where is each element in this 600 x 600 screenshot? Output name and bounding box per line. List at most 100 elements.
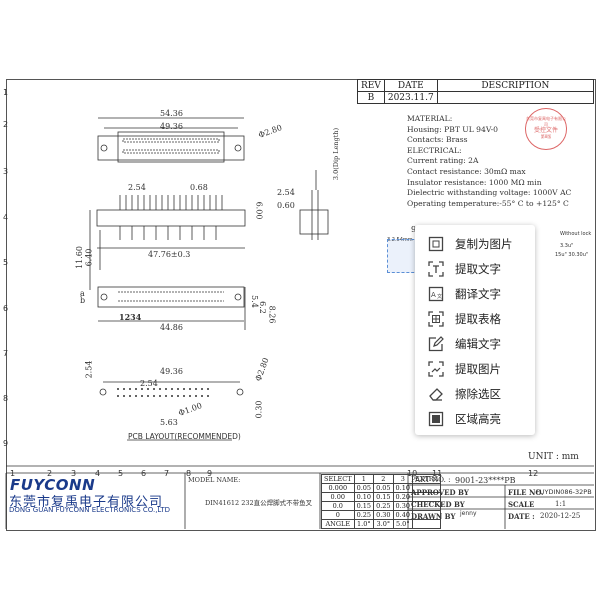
tol-cell: 1.0° xyxy=(353,519,375,529)
tol-cell: 0.25 xyxy=(353,510,375,520)
ruler-mark: 7 xyxy=(3,349,9,358)
controlled-document-stamp: 东莞市复禹电子有限公司 受控文件 第8版 xyxy=(525,108,567,150)
pcb-pitch2: 2.54 xyxy=(140,379,158,388)
model-name-value: DIN41612 232直公焊脚式不带鱼叉 xyxy=(205,499,313,507)
spec-line: Insulator resistance: 1000 MΩ min xyxy=(407,177,542,187)
pcb-dim: 0.30 xyxy=(254,400,264,419)
revision-table: REV DATE DESCRIPTION B 2023.11.7 xyxy=(357,79,595,104)
tol-cell: 0.000 xyxy=(321,483,355,493)
part-s2: 3.3u" xyxy=(560,243,574,249)
specifications: MATERIAL: Housing: PBT UL 94V-0 Contacts… xyxy=(407,114,571,209)
tol-cell: 0.30 xyxy=(373,510,394,520)
drawn-by-label: DRAWN BY xyxy=(411,512,456,521)
tolerance-table: SELECT 1 2 3 EXTRA 0.000 0.05 0.05 0.10 … xyxy=(321,474,442,529)
menu-item-highlight-region[interactable]: 区域高亮 xyxy=(415,406,535,431)
ruler-mark: 1 xyxy=(10,469,16,478)
stamp-line: 第8版 xyxy=(540,134,552,139)
menu-item-copy-as-image[interactable]: 复制为图片 xyxy=(415,231,535,256)
tol-cell: 0.20 xyxy=(392,492,414,502)
dim-height: 6.00 xyxy=(254,201,264,220)
dim-dip-length: 3.0(Dip Length) xyxy=(332,127,341,181)
tol-header: SELECT xyxy=(321,474,355,484)
ruler-mark: 11 xyxy=(432,469,443,478)
spec-line: Operating temperature:-55° C to +125° C xyxy=(407,198,569,208)
dim-front-2: 6.2 xyxy=(257,301,267,314)
ruler-mark: 6 xyxy=(141,469,147,478)
menu-item-label: 提取表格 xyxy=(455,311,501,326)
menu-item-edit-text[interactable]: 编辑文字 xyxy=(415,331,535,356)
part-no-label: PART NO. : xyxy=(411,476,451,484)
spec-line: Current rating: 2A xyxy=(407,156,479,166)
highlight-icon xyxy=(427,410,445,428)
tol-cell: 0.15 xyxy=(373,492,394,502)
menu-item-label: 提取图片 xyxy=(455,361,501,376)
tol-cell: 0.05 xyxy=(373,483,394,493)
pcb-span: 49.36 xyxy=(160,367,183,376)
svg-text:文: 文 xyxy=(437,293,442,300)
dim-pin-width: 0.68 xyxy=(190,183,208,192)
tol-header: 1 xyxy=(353,474,375,484)
spec-line: Contacts: Brass xyxy=(407,135,468,145)
tol-cell: 0.15 xyxy=(353,501,375,511)
tol-cell: 0.30 xyxy=(392,501,414,511)
dim-overall: 54.36 xyxy=(160,109,183,118)
ruler-mark: 6 xyxy=(3,304,9,313)
company-logo: FUYCONN xyxy=(10,476,96,494)
tol-cell: 0.10 xyxy=(353,492,375,502)
scale-label: SCALE xyxy=(508,500,535,509)
ruler-mark: 4 xyxy=(95,469,101,478)
row-a-label: a xyxy=(80,289,85,298)
tol-cell: 0.00 xyxy=(321,492,355,502)
date-label: DATE : xyxy=(508,512,535,521)
tol-cell: 0.10 xyxy=(392,483,414,493)
ruler-mark: 4 xyxy=(3,213,9,222)
menu-item-extract-table[interactable]: 提取表格 xyxy=(415,306,535,331)
menu-item-label: 提取文字 xyxy=(455,261,501,276)
drawn-by-value: jenny xyxy=(460,510,477,517)
menu-item-label: 区域高亮 xyxy=(455,411,501,426)
ruler-mark: 1 xyxy=(3,88,9,97)
ruler-mark: 2 xyxy=(47,469,53,478)
ruler-mark: 2 xyxy=(3,120,9,129)
ruler-mark: 8 xyxy=(186,469,192,478)
tol-cell: ANGLE xyxy=(321,519,355,529)
part-no-value: 9001-23****PB xyxy=(455,476,516,485)
dim-left-h2: 6.40 xyxy=(84,248,94,267)
menu-item-extract-text[interactable]: 提取文字 xyxy=(415,256,535,281)
spec-line: ELECTRICAL: xyxy=(407,145,462,155)
selection-region[interactable] xyxy=(387,239,419,273)
ruler-mark: 8 xyxy=(3,394,9,403)
ruler-mark: 3 xyxy=(3,167,9,176)
description-value xyxy=(436,91,595,104)
extract-table-icon xyxy=(427,310,445,328)
dim-pitch: 2.54 xyxy=(128,183,146,192)
model-name-label: MODEL NAME: xyxy=(188,476,241,484)
tol-cell: 0.05 xyxy=(353,483,375,493)
drawing-frame xyxy=(6,79,596,531)
dim-front-width: 44.86 xyxy=(160,323,183,332)
part-s1: 3.2.54mm xyxy=(387,237,413,243)
spec-line: Dielectric withstanding voltage: 1000V A… xyxy=(407,188,572,198)
copy-image-icon xyxy=(427,235,445,253)
tol-cell: 5.0° xyxy=(392,519,414,529)
svg-text:A: A xyxy=(431,291,436,299)
tol-cell: 0.40 xyxy=(392,510,414,520)
ruler-mark: 9 xyxy=(3,439,9,448)
scale-value: 1:1 xyxy=(555,500,567,508)
stamp-line: 受控文件 xyxy=(533,127,558,134)
pin-numbers: 1234 xyxy=(119,312,142,322)
company-name-en: DONG GUAN FUYCONN ELECTRONICS CO.,LTD xyxy=(9,506,171,514)
tol-cell: 0.0 xyxy=(321,501,355,511)
menu-item-extract-image[interactable]: 提取图片 xyxy=(415,356,535,381)
menu-item-label: 复制为图片 xyxy=(455,236,513,251)
extract-text-icon xyxy=(427,260,445,278)
menu-item-label: 翻译文字 xyxy=(455,286,501,301)
dim-left-h1: 11.60 xyxy=(74,246,84,269)
company-name-cn: 东莞市复禹电子有限公司 xyxy=(9,495,164,510)
pcb-offset: 5.63 xyxy=(160,418,178,427)
pcb-pitch: 2.54 xyxy=(84,360,94,379)
menu-item-erase-selection[interactable]: 擦除选区 xyxy=(415,381,535,406)
